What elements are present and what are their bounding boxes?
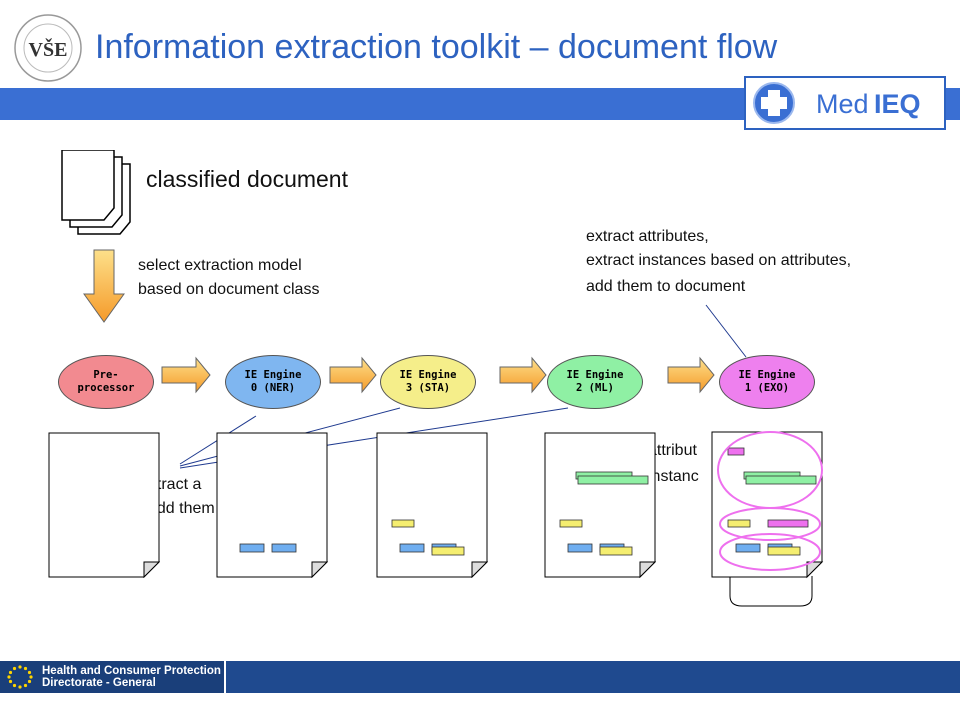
flow-arrow-2 — [329, 356, 377, 394]
engine-ml: IE Engine 2 (ML) — [547, 355, 643, 409]
sta-annotation — [767, 546, 801, 556]
document-stage-3 — [544, 432, 656, 578]
mediq-logo-text-light: Med — [816, 89, 869, 119]
exo-annotation — [727, 447, 745, 456]
flow-arrow-4 — [667, 356, 715, 394]
engine-sta: IE Engine 3 (STA) — [380, 355, 476, 409]
classified-document-label: classified document — [146, 166, 348, 192]
footer-text: Health and Consumer Protection Directora… — [42, 665, 221, 689]
exo-annotation — [767, 519, 809, 528]
instance-container — [729, 576, 813, 607]
flow-arrow-1 — [161, 356, 211, 394]
flow-arrow-3 — [499, 356, 547, 394]
sta-annotation — [727, 519, 751, 528]
sta-annotation — [391, 519, 415, 528]
page-title: Information extraction toolkit – documen… — [95, 28, 778, 66]
select-model-line2: based on document class — [138, 281, 320, 298]
document-stage-2 — [376, 432, 488, 578]
mediq-logo-text-bold: IEQ — [874, 89, 921, 119]
right-partial-line1: attribut — [648, 442, 697, 459]
select-model-line1: select extraction model — [138, 257, 302, 274]
instance-ellipse — [719, 533, 821, 571]
instance-ellipse — [719, 507, 821, 541]
down-arrow — [83, 249, 125, 323]
document-stage-4 — [711, 431, 824, 607]
ner-annotation — [239, 543, 265, 553]
extract-attrs-line2: extract instances based on attributes, — [586, 252, 852, 269]
ner-annotation — [271, 543, 297, 553]
engine-preprocessor: Pre- processor — [58, 355, 154, 409]
sta-annotation — [431, 546, 465, 556]
extract-attrs-line3: add them to document — [586, 278, 746, 295]
eu-stars-icon — [7, 665, 33, 689]
sta-annotation — [599, 546, 633, 556]
extract-attrs-line1: extract attributes, — [586, 228, 709, 245]
footer-line2: Directorate - General — [42, 677, 156, 689]
engine-ner: IE Engine 0 (NER) — [225, 355, 321, 409]
university-logo-text: VŠE — [29, 37, 68, 61]
document-stage-1 — [216, 432, 328, 578]
document-stack-icon — [61, 150, 131, 235]
ner-annotation — [567, 543, 593, 553]
right-partial-line2: instanc — [648, 468, 699, 485]
footer-line1: Health and Consumer Protection — [42, 665, 221, 677]
sta-annotation — [559, 519, 583, 528]
engine-exo: IE Engine 1 (EXO) — [719, 355, 815, 409]
ner-annotation — [399, 543, 425, 553]
university-logo: VŠE — [14, 14, 82, 82]
ner-annotation — [735, 543, 761, 553]
ml-annotation — [577, 475, 649, 485]
document-stage-0 — [48, 432, 160, 578]
ml-annotation — [745, 475, 817, 485]
footer-left-panel — [0, 661, 226, 693]
mediq-logo: Med IEQ — [744, 76, 946, 130]
flow-arrows — [161, 356, 715, 394]
